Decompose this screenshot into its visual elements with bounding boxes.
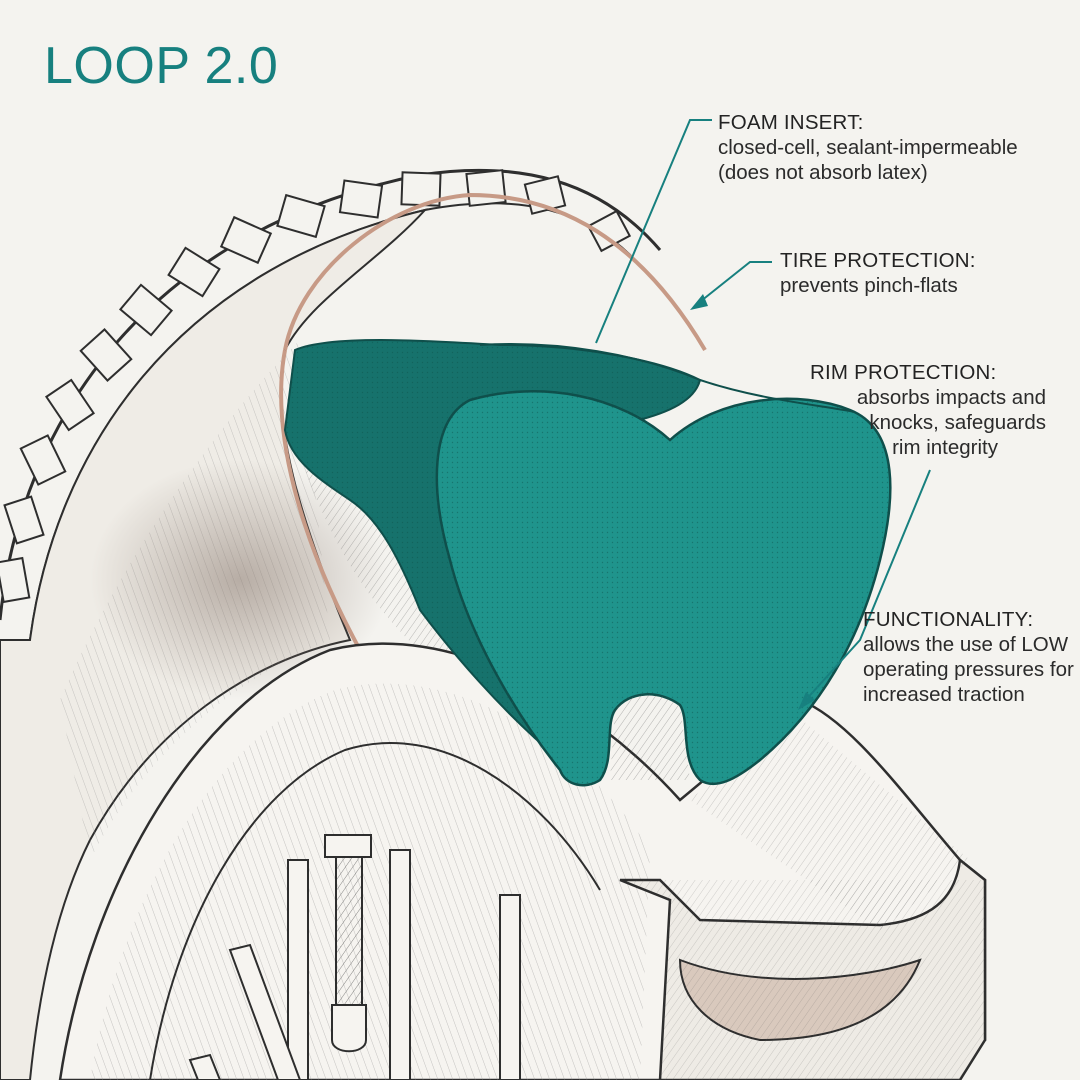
leader-foam-insert [595, 119, 712, 344]
callout-rim-protection-line-2: knocks, safeguards [869, 411, 1046, 434]
leader-tire-protection [695, 261, 772, 306]
callout-tire-protection-line-1: prevents pinch-flats [780, 274, 958, 297]
callout-functionality-line-2: operating pressures for [863, 658, 1074, 681]
callout-functionality-line-1: allows the use of LOW [863, 633, 1069, 656]
callout-functionality: FUNCTIONALITY: allows the use of LOW ope… [863, 607, 1074, 707]
callout-tire-protection-heading: TIRE PROTECTION: [780, 249, 976, 272]
leader-lines [595, 119, 931, 704]
valve-stem [324, 834, 372, 1053]
callout-functionality-heading: FUNCTIONALITY: [863, 608, 1034, 631]
callout-rim-protection: RIM PROTECTION: absorbs impacts and knoc… [780, 360, 1046, 460]
page-title: LOOP 2.0 [44, 37, 279, 95]
callout-foam-insert-line-1: closed-cell, sealant-impermeable [718, 136, 1018, 159]
arrow-tire-protection-icon [690, 294, 708, 310]
callout-foam-insert-heading: FOAM INSERT: [718, 111, 864, 134]
leader-rim-protection [802, 469, 931, 704]
callout-foam-insert-line-2: (does not absorb latex) [718, 161, 928, 184]
callout-rim-protection-heading: RIM PROTECTION: [810, 361, 997, 384]
callout-rim-protection-line-1: absorbs impacts and [856, 386, 1046, 409]
callout-tire-protection: TIRE PROTECTION: prevents pinch-flats [780, 248, 976, 298]
tire-bead-ring [283, 192, 707, 352]
callout-foam-insert: FOAM INSERT: closed-cell, sealant-imperm… [718, 110, 1018, 185]
callout-rim-protection-line-3: rim integrity [892, 436, 998, 459]
callout-functionality-line-3: increased traction [863, 683, 1025, 706]
spokes [188, 849, 521, 1080]
arrow-rim-protection-icon [798, 692, 815, 710]
